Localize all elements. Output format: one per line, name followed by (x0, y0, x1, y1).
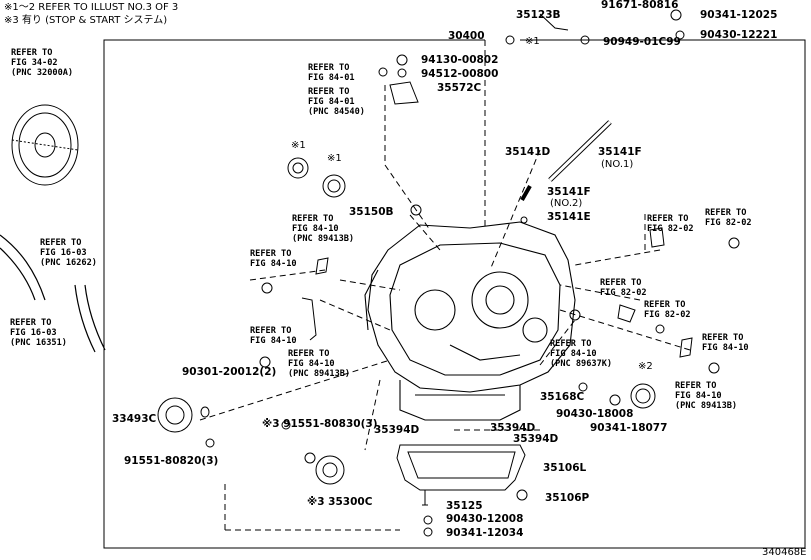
part-90430-18008[interactable]: 90430-18008 (556, 408, 634, 420)
ref-fig-16-03-a[interactable]: REFER TO FIG 16-03 (PNC 16262) (40, 238, 97, 268)
part-30400[interactable]: 30400 (448, 30, 485, 42)
part-35141d[interactable]: 35141D (505, 146, 551, 158)
ref-fig-16-03-b[interactable]: REFER TO FIG 16-03 (PNC 16351) (10, 318, 67, 348)
frame-outline (103, 39, 806, 549)
ref-fig-84-10-c[interactable]: REFER TO FIG 84-10 (250, 326, 297, 346)
part-35106l[interactable]: 35106L (543, 462, 587, 474)
solenoid-part (157, 397, 210, 433)
torque-converter (11, 104, 79, 186)
mark-1-seal-b: ※1 (327, 153, 342, 164)
small-bolts (205, 9, 740, 537)
part-90341-12025[interactable]: 90341-12025 (700, 9, 778, 21)
part-35106p[interactable]: 35106P (545, 492, 590, 504)
part-35572c[interactable]: 35572C (437, 82, 482, 94)
ref-fig-82-02-c[interactable]: REFER TO FIG 82-02 (600, 278, 647, 298)
part-35141f-no1-label: (NO.1) (601, 159, 634, 170)
leader-lines (199, 40, 691, 531)
part-90341-18077[interactable]: 90341-18077 (590, 422, 668, 434)
ref-fig-82-02-b[interactable]: REFER TO FIG 82-02 (705, 208, 752, 228)
ref-fig-82-02-d[interactable]: REFER TO FIG 82-02 (644, 300, 691, 320)
part-35150b[interactable]: 35150B (349, 206, 394, 218)
ref-fig-84-10-g[interactable]: REFER TO FIG 84-10 (PNC 89413B) (675, 381, 738, 411)
oil-pan (396, 444, 526, 506)
part-35123b[interactable]: 35123B (516, 9, 561, 21)
part-35141e[interactable]: 35141E (547, 211, 591, 223)
part-90341-12034[interactable]: 90341-12034 (446, 527, 524, 539)
part-35300c[interactable]: ※3 35300C (307, 496, 373, 508)
part-35394d-b[interactable]: 35394D (490, 422, 536, 434)
part-94130-00802[interactable]: 94130-00802 (421, 54, 499, 66)
part-90430-12221[interactable]: 90430-12221 (700, 29, 778, 41)
part-94512-00800[interactable]: 94512-00800 (421, 68, 499, 80)
ref-fig-84-10-d[interactable]: REFER TO FIG 84-10 (PNC 89413B) (288, 349, 351, 379)
part-33493c[interactable]: 33493C (112, 413, 157, 425)
part-35125[interactable]: 35125 (446, 500, 483, 512)
part-35394d-c[interactable]: 35394D (513, 433, 559, 445)
note-stop-start: ※3 有り (STOP & START システム) (4, 15, 168, 26)
ref-fig-84-10-f[interactable]: REFER TO FIG 84-10 (702, 333, 749, 353)
mark-1-top: ※1 (525, 36, 540, 47)
pump-part (304, 452, 345, 485)
transmission-case (364, 221, 576, 421)
part-35141f-no2-label: (NO.2) (550, 198, 583, 209)
part-90430-12008[interactable]: 90430-12008 (446, 513, 524, 525)
ref-fig-84-01-a[interactable]: REFER TO FIG 84-01 (308, 63, 355, 83)
part-91551-80820[interactable]: 91551-80820(3) (124, 455, 219, 467)
part-90949-01c99[interactable]: 90949-01C99 (603, 36, 681, 48)
ref-fig-82-02-a[interactable]: REFER TO FIG 82-02 (647, 214, 694, 234)
note-refer-illust: ※1～2 REFER TO ILLUST NO.3 OF 3 (4, 2, 179, 13)
part-35394d-a[interactable]: 35394D (374, 424, 420, 436)
part-91551-80830[interactable]: ※3 91551-80830(3) (262, 418, 378, 430)
part-90301-20012[interactable]: 90301-20012(2) (182, 366, 277, 378)
ref-fig-84-10-b[interactable]: REFER TO FIG 84-10 (250, 249, 297, 269)
illustration-id: 340468E (762, 547, 807, 558)
part-35168c[interactable]: 35168C (540, 391, 585, 403)
ref-fig-34-02[interactable]: REFER TO FIG 34-02 (PNC 32000A) (11, 48, 74, 78)
mark-1-seal-a: ※1 (291, 140, 306, 151)
mark-2-seal: ※2 (638, 361, 653, 372)
ref-fig-84-10-a[interactable]: REFER TO FIG 84-10 (PNC 89413B) (292, 214, 355, 244)
hose-lines (0, 234, 106, 353)
ref-fig-84-10-e[interactable]: REFER TO FIG 84-10 (PNC 89637K) (550, 339, 613, 369)
ref-fig-84-01-b[interactable]: REFER TO FIG 84-01 (PNC 84540) (308, 87, 365, 117)
part-35141f-no1[interactable]: 35141F (598, 146, 642, 158)
part-35141f-no2[interactable]: 35141F (547, 186, 591, 198)
part-91671-80816[interactable]: 91671-80816 (601, 0, 679, 11)
